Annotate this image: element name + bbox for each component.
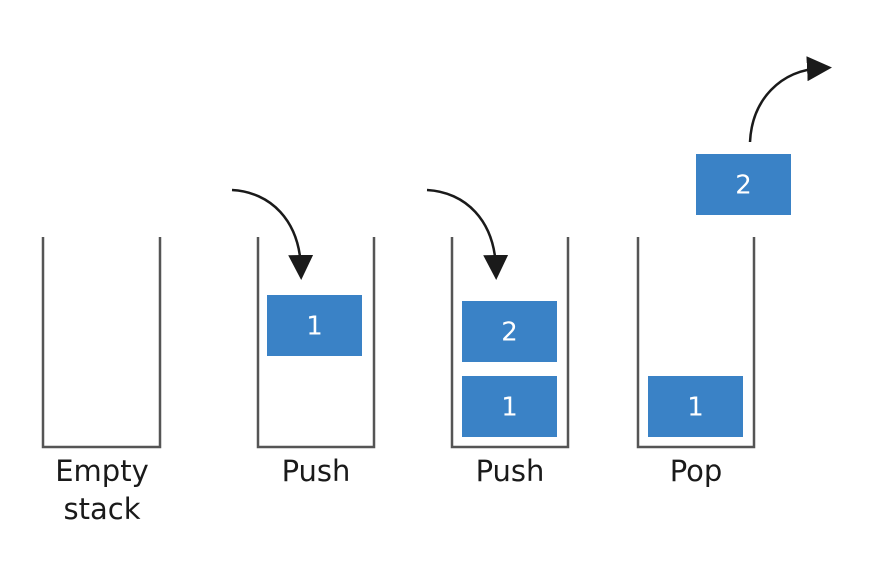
stage-label-push-2: Push	[430, 452, 590, 490]
block-label: 2	[501, 318, 518, 348]
block-label: 1	[501, 393, 518, 423]
stack-container-push-1	[256, 237, 376, 449]
stage-label-push-1: Push	[236, 452, 396, 490]
stack-block: 2	[462, 301, 557, 362]
block-label: 1	[306, 312, 323, 342]
block-label: 2	[735, 171, 752, 201]
stack-block: 1	[462, 376, 557, 437]
label-line: Push	[475, 454, 545, 488]
push-arrow-2	[426, 188, 509, 280]
stack-block: 1	[267, 295, 362, 356]
stack-block: 1	[648, 376, 743, 437]
label-line: Push	[281, 454, 351, 488]
stage-label-pop: Pop	[616, 452, 776, 490]
pop-arrow	[748, 56, 832, 143]
push-arrow-1	[231, 188, 314, 280]
label-line: Pop	[669, 454, 723, 488]
label-line: stack	[63, 492, 141, 526]
stage-label-empty: Empty stack	[22, 452, 182, 528]
stack-container-empty	[41, 237, 162, 449]
stack-container-push-2	[450, 237, 570, 449]
block-label: 1	[687, 393, 704, 423]
label-line: Empty	[55, 454, 149, 488]
stack-container-pop	[636, 237, 756, 449]
popped-block: 2	[696, 154, 791, 215]
